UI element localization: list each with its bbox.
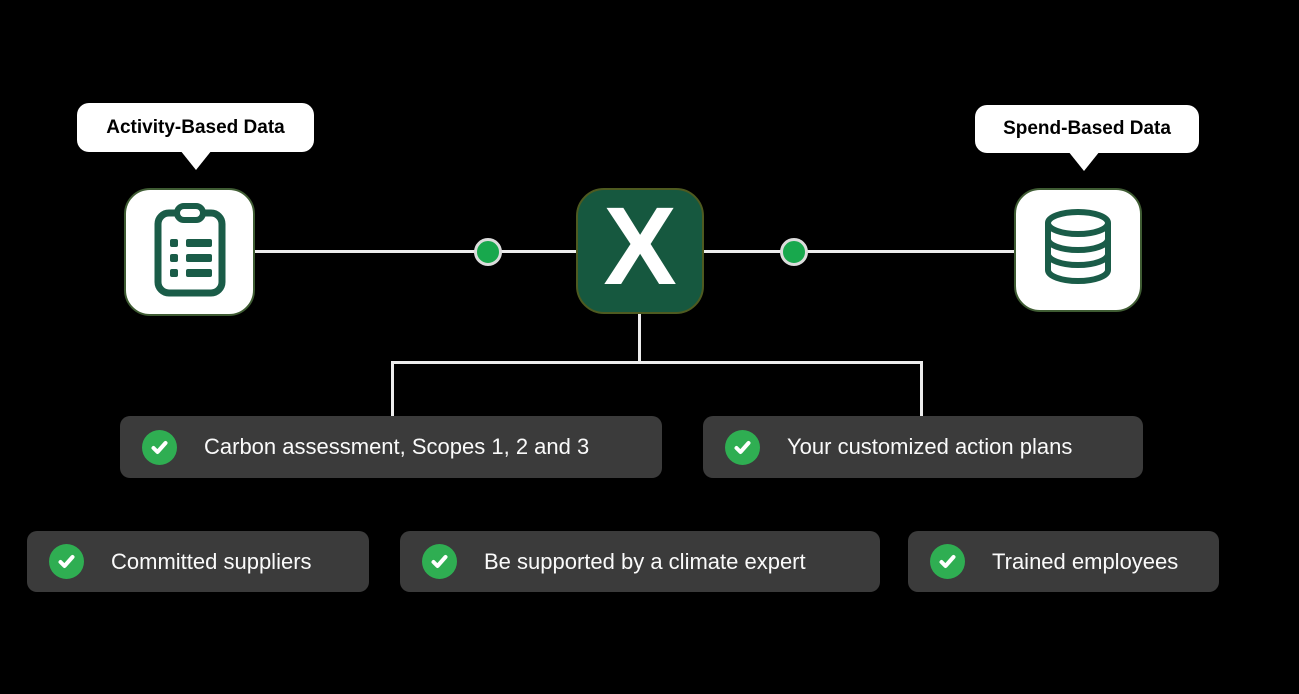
- callout-spend-tail: [1068, 151, 1100, 171]
- check-circle-icon: [49, 544, 84, 579]
- check-circle-icon: [422, 544, 457, 579]
- connector-stem: [638, 314, 641, 362]
- spend-data-card: [1014, 188, 1142, 312]
- clipboard-list-icon: [150, 202, 230, 303]
- connector-dot-left: [474, 238, 502, 266]
- benefit-label: Be supported by a climate expert: [484, 548, 806, 574]
- benefit-pill-committed-suppliers: Committed suppliers: [27, 531, 369, 592]
- database-icon: [1034, 206, 1122, 295]
- check-circle-icon: [930, 544, 965, 579]
- callout-spend-based-data: Spend-Based Data: [975, 105, 1199, 153]
- benefit-label: Your customized action plans: [787, 434, 1073, 459]
- connector-dot-right: [780, 238, 808, 266]
- callout-activity-tail: [180, 150, 212, 170]
- benefit-pill-trained-employees: Trained employees: [908, 531, 1219, 592]
- benefit-pill-carbon-assessment: Carbon assessment, Scopes 1, 2 and 3: [120, 416, 662, 478]
- connector-drop-left: [391, 361, 394, 417]
- excel-x-letter: X: [603, 185, 677, 308]
- benefit-label: Trained employees: [992, 548, 1179, 574]
- excel-x-tile: X: [576, 188, 704, 314]
- activity-data-card: [124, 188, 255, 316]
- connector-line-left: [255, 250, 576, 253]
- benefit-label: Committed suppliers: [111, 548, 312, 574]
- check-circle-icon: [142, 429, 177, 465]
- benefit-pill-action-plans: Your customized action plans: [703, 416, 1143, 478]
- check-circle-icon: [725, 429, 760, 465]
- connector-drop-right: [920, 361, 923, 417]
- callout-spend-label: Spend-Based Data: [1003, 118, 1171, 139]
- connector-line-right: [704, 250, 1014, 253]
- benefit-label: Carbon assessment, Scopes 1, 2 and 3: [204, 434, 590, 459]
- callout-activity-label: Activity-Based Data: [106, 116, 285, 138]
- benefit-pill-climate-expert: Be supported by a climate expert: [400, 531, 880, 592]
- connector-branch: [391, 361, 923, 364]
- callout-activity-based-data: Activity-Based Data: [77, 103, 314, 152]
